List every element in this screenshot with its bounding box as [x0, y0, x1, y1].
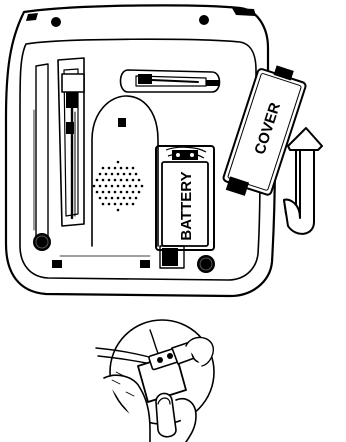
closeup-pin-1 — [157, 357, 163, 363]
top-corner-tab — [232, 8, 256, 16]
speaker-grille-dot — [123, 197, 126, 200]
cord-clip-latch — [66, 122, 74, 134]
speaker-grille-dot — [129, 197, 132, 200]
speaker-grille-dot — [108, 191, 111, 194]
arrow-body — [284, 150, 314, 234]
top-hole-left — [52, 18, 61, 27]
speaker-grille-dot — [126, 167, 129, 170]
speaker-grille-dot — [132, 179, 135, 182]
speaker-grille-dot — [99, 185, 102, 188]
speaker-grille-dot — [120, 179, 123, 182]
speaker-grille-dot — [141, 185, 144, 188]
speaker-grille-dot — [108, 167, 111, 170]
finger-icon — [156, 393, 176, 436]
top-left-tab — [26, 13, 38, 21]
speaker-grille-dot — [99, 197, 102, 200]
speaker-grille-dot — [138, 191, 141, 194]
speaker-grille-dot — [114, 179, 117, 182]
connector-lead — [152, 80, 198, 82]
speaker-grille-dot — [138, 179, 141, 182]
speaker-grille-dot — [105, 197, 108, 200]
speaker-grille-dot — [102, 167, 105, 170]
closeup-pin-2 — [167, 353, 173, 359]
speaker-grille-dot — [117, 197, 120, 200]
speaker-grille-dot — [114, 191, 117, 194]
speaker-grille-dot — [108, 179, 111, 182]
speaker-grille-dot — [135, 185, 138, 188]
speaker-grille-dot — [117, 173, 120, 176]
speaker-grille-dot — [120, 191, 123, 194]
speaker-grille-dot — [114, 167, 117, 170]
battery-base-tab — [162, 248, 178, 266]
speaker-grille-dot — [111, 173, 114, 176]
speaker-grille-dot — [114, 203, 117, 206]
speaker-grille-dot — [132, 203, 135, 206]
speaker-grille-dot — [135, 173, 138, 176]
speaker-grille-dot — [105, 173, 108, 176]
top-hole-right — [200, 16, 209, 25]
battery-label: BATTERY — [178, 171, 195, 240]
speaker-grille-dot — [135, 197, 138, 200]
speaker-grille-dot — [126, 191, 129, 194]
cord-clip-head — [62, 74, 84, 92]
speaker-grille-dot — [105, 185, 108, 188]
curved-up-arrow-icon — [284, 128, 322, 234]
battery-terminal-dot-1 — [176, 153, 180, 157]
speaker-grille-dot — [132, 167, 135, 170]
speaker-grille-dot — [132, 191, 135, 194]
speaker-grille-dot — [123, 185, 126, 188]
connector-closeup — [96, 320, 214, 442]
speaker-bay-slot — [118, 118, 126, 127]
left-rail — [36, 64, 48, 242]
speaker-grille-dot — [117, 209, 120, 212]
speaker-grille-dot — [126, 203, 129, 206]
cord-clip-jack — [66, 92, 78, 108]
speaker-grille-dot — [120, 203, 123, 206]
arrow-head — [288, 128, 322, 150]
speaker-grille-dot — [120, 167, 123, 170]
speaker-grille-dot — [102, 203, 105, 206]
speaker-grille-dot — [96, 191, 99, 194]
speaker-grille-dot — [111, 185, 114, 188]
speaker-grille-dot — [123, 173, 126, 176]
speaker-grille-dot — [108, 203, 111, 206]
speaker-grille-dot — [117, 185, 120, 188]
speaker-grille-dot — [129, 185, 132, 188]
speaker-grille-dot — [99, 173, 102, 176]
bottom-slot-right — [140, 260, 150, 268]
battery-terminal — [172, 150, 198, 160]
bottom-slot-left — [52, 260, 62, 268]
speaker-grille-dot — [111, 197, 114, 200]
speaker-grille-dot — [117, 161, 120, 164]
connector-clip — [206, 80, 220, 86]
speaker-grille-dot — [93, 185, 96, 188]
speaker-grille-dot — [126, 179, 129, 182]
speaker-grille-dot — [96, 179, 99, 182]
speaker-grille-icon — [93, 161, 144, 212]
speaker-grille-dot — [102, 191, 105, 194]
battery-terminal-dot-2 — [190, 153, 194, 157]
speaker-grille-dot — [129, 173, 132, 176]
speaker-grille-dot — [102, 179, 105, 182]
connector-plug — [138, 74, 152, 84]
